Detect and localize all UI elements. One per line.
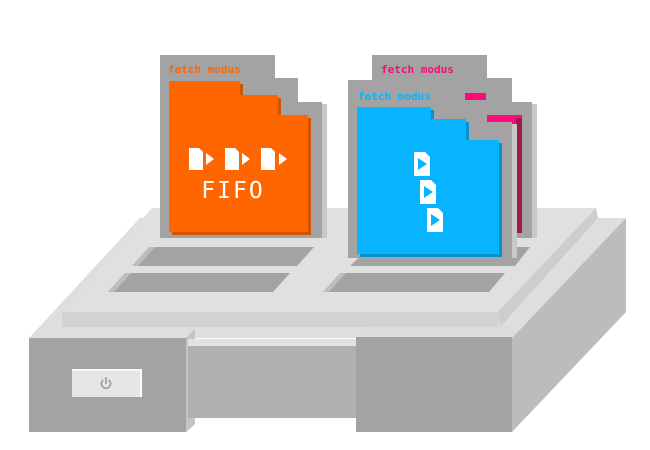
- fifo-card-label: fetch modus: [168, 63, 241, 76]
- play-documents-icon: [414, 152, 443, 232]
- slot-front-left: [108, 273, 290, 292]
- blue-card-label: fetch modus: [358, 90, 431, 103]
- slot-back-left: [132, 247, 314, 266]
- fifo-mode-label: FIFO: [201, 178, 264, 204]
- center-recess: [188, 346, 356, 418]
- pink-card-label: fetch modus: [381, 63, 454, 76]
- fifo-card[interactable]: fetch modus FIFO: [160, 55, 327, 238]
- power-button[interactable]: [72, 369, 142, 397]
- right-block: [356, 337, 512, 432]
- queue-documents-icon: [189, 148, 287, 170]
- blue-card[interactable]: fetch modus: [348, 80, 517, 258]
- base-device: [29, 208, 626, 432]
- slot-front-right: [323, 273, 505, 292]
- power-icon: [100, 377, 112, 389]
